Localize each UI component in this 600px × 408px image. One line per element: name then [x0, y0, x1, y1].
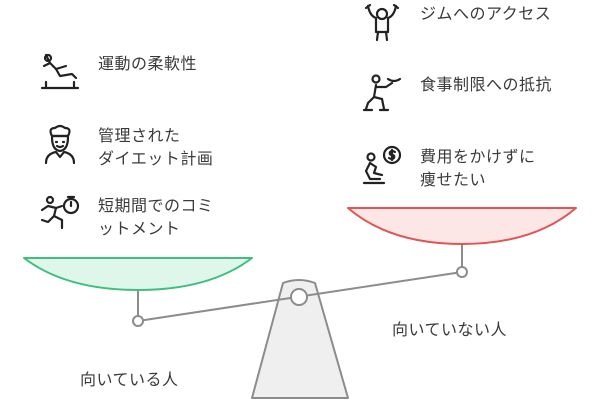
- left-pan: [23, 257, 253, 291]
- holding-plate-icon: [362, 74, 402, 112]
- right-item-label: 食事制限への抵抗: [420, 75, 553, 94]
- left-item-diet-plan: 管理された ダイエット計画: [40, 124, 213, 170]
- left-joint: [132, 315, 144, 327]
- stretching-person-icon: [40, 53, 80, 90]
- right-pan: [347, 207, 577, 245]
- left-item-commitment: 短期間でのコミ ットメント: [40, 194, 214, 240]
- left-item-flexibility: 運動の柔軟性: [40, 52, 197, 92]
- left-item-label: 短期間でのコミ ットメント: [98, 196, 214, 238]
- running-with-stopwatch-icon: [40, 195, 80, 230]
- fulcrum: [251, 279, 349, 399]
- right-caption: 向いていない人: [392, 320, 508, 339]
- left-caption: 向いている人: [80, 370, 179, 389]
- gym-flexing-icon: [364, 3, 400, 42]
- right-item-gym-access: ジムへのアクセス: [362, 2, 551, 42]
- right-item-label: 費用をかけずに 痩せたい: [420, 147, 536, 189]
- right-item-low-cost: 費用をかけずに 痩せたい: [362, 145, 536, 191]
- left-item-label: 管理された ダイエット計画: [98, 126, 214, 168]
- right-item-label: ジムへのアクセス: [420, 4, 552, 23]
- money-worried-person-icon: [362, 145, 402, 185]
- right-joint: [456, 266, 468, 278]
- chef-icon: [44, 124, 76, 164]
- right-item-diet-resistance: 食事制限への抵抗: [362, 73, 552, 113]
- left-item-label: 運動の柔軟性: [98, 54, 198, 73]
- pivot: [290, 288, 308, 306]
